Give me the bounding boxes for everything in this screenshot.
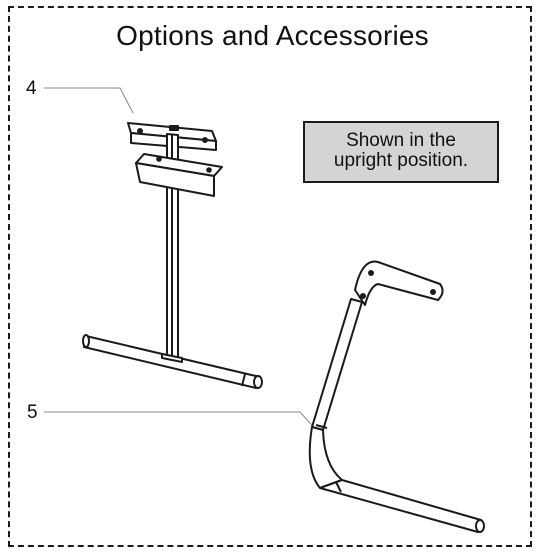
leader-line-4 <box>44 87 134 114</box>
arm-top-bracket <box>354 260 444 306</box>
dashed-border-frame <box>8 6 532 547</box>
part-4-t-stand <box>82 122 263 389</box>
arm-tube-bend <box>308 426 343 489</box>
note-line-2: upright position. <box>333 150 469 171</box>
note-line-1: Shown in the <box>346 130 456 151</box>
part-5-curved-arm <box>308 260 485 533</box>
leader-line-5 <box>44 411 319 433</box>
callout-number-4: 4 <box>26 78 37 99</box>
page-title: Options and Accessories <box>116 20 429 51</box>
angle-bracket <box>135 153 223 197</box>
arm-tube-lower <box>319 479 482 533</box>
arm-tube-upper <box>311 298 363 431</box>
base-bar <box>82 334 263 389</box>
position-note-box: Shown in the upright position. <box>303 121 499 183</box>
callout-number-5: 5 <box>27 402 38 423</box>
